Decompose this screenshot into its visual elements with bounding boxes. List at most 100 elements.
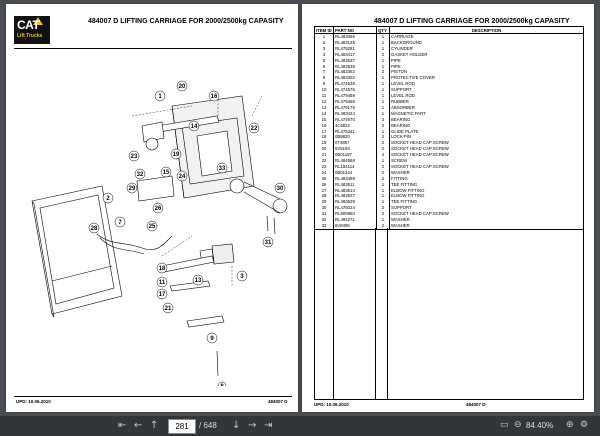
- description-cell: BEARING: [389, 116, 584, 123]
- description-cell: PIPE: [389, 57, 584, 64]
- footer-date: UPD: 10.06.2010: [16, 399, 51, 404]
- description-cell: SOCKET HEAD CAP SCREW: [389, 211, 584, 218]
- cat-logo: CAT Lift Trucks: [14, 16, 50, 44]
- svg-text:20: 20: [179, 84, 186, 90]
- page-title: 484007 D LIFTING CARRIAGE FOR 2000/2500k…: [374, 18, 570, 25]
- callout-17: 17: [156, 288, 168, 300]
- description-cell: PROTECTIVE COVER: [389, 75, 584, 82]
- description-cell: LEVEL ROD: [389, 81, 584, 88]
- settings-icon[interactable]: ⚙: [580, 420, 589, 430]
- callout-22: 22: [248, 122, 260, 134]
- viewer-toolbar: ⇤ ← ↑ 281 / 648 ↓ → ⇥ ▭ ⊖ 84.40% ⊕ ⚙: [0, 416, 600, 436]
- callout-26: 26: [152, 202, 164, 214]
- footer-doc-id: 484007 D: [466, 402, 486, 407]
- page-down-icon[interactable]: ↓: [232, 420, 241, 431]
- callout-8: 8: [217, 381, 227, 386]
- callout-21: 21: [162, 302, 174, 314]
- svg-text:14: 14: [191, 124, 198, 130]
- description-cell: SUPPORT: [389, 87, 584, 94]
- callout-32: 32: [134, 168, 146, 180]
- description-cell: WASHER: [389, 169, 584, 176]
- right-page: 484007 D LIFTING CARRIAGE FOR 2000/2500k…: [302, 4, 594, 412]
- callout-11: 11: [156, 276, 168, 288]
- table-header-row: ITEM ID PART NO QTY DESCRIPTION: [314, 26, 584, 34]
- description-cell: MAGNETIC PART: [389, 110, 584, 117]
- description-cell: RUBBER: [389, 98, 584, 105]
- svg-text:31: 31: [265, 240, 272, 246]
- svg-text:26: 26: [155, 206, 162, 212]
- description-cell: SOCKET HEAD CAP SCREW: [389, 146, 584, 153]
- next-page-icon[interactable]: →: [248, 420, 257, 431]
- description-cell: SOCKET HEAD CAP SCREW: [389, 163, 584, 170]
- svg-text:25: 25: [149, 224, 156, 230]
- description-cell: CYLINDER: [389, 45, 584, 52]
- svg-text:17: 17: [159, 292, 166, 298]
- description-cell: LOCK PIN: [389, 134, 584, 141]
- svg-text:32: 32: [137, 172, 144, 178]
- page-number-input[interactable]: 281: [168, 419, 196, 434]
- page-up-icon[interactable]: ↑: [150, 420, 159, 431]
- description-cell: BACKGROUND: [389, 39, 584, 46]
- svg-text:9: 9: [210, 336, 214, 342]
- callout-33: 33: [216, 162, 228, 174]
- description-cell: TEE FITTING: [389, 199, 584, 206]
- svg-text:22: 22: [251, 126, 258, 132]
- callout-13: 13: [192, 274, 204, 286]
- svg-text:28: 28: [91, 226, 98, 232]
- description-cell: ELBOW FITTING: [389, 187, 584, 194]
- col-qty: QTY: [376, 26, 390, 34]
- description-cell: SUPPORT: [389, 205, 584, 212]
- footer-date: UPD: 10.06.2010: [314, 402, 349, 407]
- callout-19: 19: [170, 148, 182, 160]
- callout-23: 23: [128, 150, 140, 162]
- svg-text:24: 24: [179, 174, 186, 180]
- description-cell: GLIDE PLATE: [389, 128, 584, 135]
- callout-15: 15: [160, 166, 172, 178]
- description-cell: CARRIAGE: [389, 33, 584, 40]
- zoom-in-icon[interactable]: ⊕: [566, 420, 574, 430]
- last-page-icon[interactable]: ⇥: [264, 420, 273, 431]
- footer-rule: [14, 396, 292, 397]
- col-description: DESCRIPTION: [389, 26, 584, 34]
- logo-triangle-icon: [33, 17, 43, 25]
- description-cell: LEVEL ROD: [389, 93, 584, 99]
- description-cell: PISTON: [389, 69, 584, 76]
- prev-page-icon[interactable]: ←: [134, 420, 143, 431]
- callout-29: 29: [126, 182, 138, 194]
- callout-9: 9: [206, 332, 218, 344]
- zoom-out-icon[interactable]: ⊖: [514, 420, 522, 430]
- first-page-icon[interactable]: ⇤: [118, 420, 127, 431]
- svg-text:19: 19: [173, 152, 180, 158]
- callout-7: 7: [114, 216, 126, 228]
- svg-text:11: 11: [159, 280, 166, 286]
- fit-page-icon[interactable]: ▭: [500, 420, 509, 430]
- callout-31: 31: [262, 236, 274, 248]
- description-cell: SOCKET HEAD CAP SCREW: [389, 140, 584, 147]
- callout-30: 30: [274, 182, 286, 194]
- svg-text:13: 13: [195, 278, 202, 284]
- description-cell: GASKET HOLDER: [389, 51, 584, 58]
- exploded-parts-diagram: 1 2 3 7 8 9 11 13 14 15 16 17 18 19 20 2…: [31, 80, 288, 386]
- svg-text:7: 7: [118, 220, 122, 226]
